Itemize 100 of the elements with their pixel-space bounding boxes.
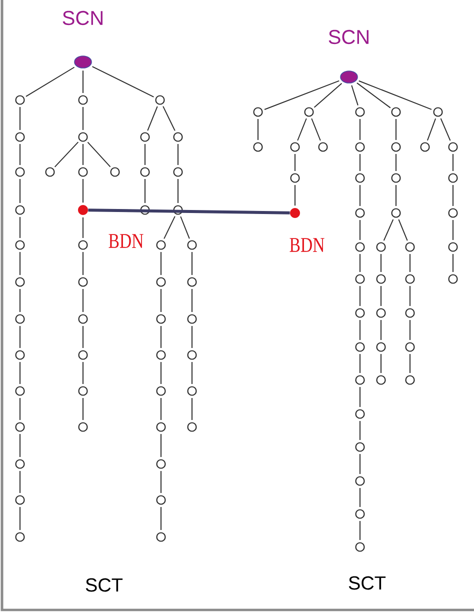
branch-line xyxy=(82,326,84,348)
circle-node xyxy=(355,409,365,419)
branch-line xyxy=(311,118,321,141)
circle-node xyxy=(15,495,25,505)
circle-node xyxy=(15,205,25,215)
circle-node xyxy=(405,342,415,352)
circle-node xyxy=(355,476,365,486)
circle-node xyxy=(355,342,365,352)
branch-line xyxy=(160,470,162,494)
branch-line xyxy=(380,254,382,272)
circle-node xyxy=(140,205,150,215)
circle-node xyxy=(78,167,88,177)
branch-line xyxy=(144,178,146,204)
circle-node xyxy=(156,277,166,287)
circle-node xyxy=(355,442,365,452)
branch-line xyxy=(160,506,162,530)
dot-node xyxy=(290,208,300,218)
circle-node xyxy=(405,375,415,385)
circle-node xyxy=(173,132,183,142)
branch-line xyxy=(180,216,190,239)
circle-node xyxy=(355,509,365,519)
circle-node xyxy=(187,314,197,324)
circle-node xyxy=(45,167,55,177)
branch-line xyxy=(160,434,162,458)
branch-line xyxy=(82,70,84,94)
circle-node xyxy=(78,350,88,360)
circle-node xyxy=(140,167,150,177)
circle-node xyxy=(448,142,458,152)
circle-node xyxy=(355,142,365,152)
circle-node xyxy=(433,107,443,117)
circle-node xyxy=(78,132,88,142)
site-label: BDN xyxy=(108,234,144,248)
ellipse-node xyxy=(74,56,92,68)
branch-line xyxy=(160,252,162,276)
branch-line xyxy=(452,254,454,272)
circle-node xyxy=(355,375,365,385)
circle-node xyxy=(156,459,166,469)
branch-line xyxy=(82,106,84,130)
branch-line xyxy=(297,118,307,141)
circle-node xyxy=(15,422,25,432)
circle-node xyxy=(156,422,166,432)
circle-node xyxy=(448,173,458,183)
tract-label: SCT xyxy=(86,578,123,592)
circle-node xyxy=(15,386,25,396)
circle-node xyxy=(78,277,88,287)
circle-node xyxy=(78,314,88,324)
circle-node xyxy=(173,167,183,177)
circle-node xyxy=(173,205,183,215)
circle-node xyxy=(78,240,88,250)
branch-line xyxy=(356,82,391,108)
circle-node xyxy=(448,208,458,218)
circle-node xyxy=(253,142,263,152)
circle-node xyxy=(405,242,415,252)
branch-line xyxy=(358,80,432,110)
circle-node xyxy=(391,142,401,152)
circle-node xyxy=(376,375,386,385)
circle-node xyxy=(15,350,25,360)
circle-node xyxy=(187,350,197,360)
circle-node xyxy=(15,314,25,324)
branch-line xyxy=(82,216,84,238)
circle-node xyxy=(376,242,386,252)
circle-node xyxy=(355,242,365,252)
branch-line xyxy=(144,144,146,166)
branch-line xyxy=(82,362,84,384)
circle-node xyxy=(156,495,166,505)
circle-node xyxy=(15,132,25,142)
circle-node xyxy=(355,274,365,284)
node-label: SCN xyxy=(328,30,368,44)
circle-node xyxy=(78,386,88,396)
branch-line xyxy=(82,398,84,420)
branch-line xyxy=(82,252,84,276)
branch-line xyxy=(54,142,79,168)
circle-node xyxy=(376,342,386,352)
circle-node xyxy=(78,422,88,432)
circle-node xyxy=(187,277,197,287)
circle-node xyxy=(355,542,365,552)
circle-node xyxy=(355,308,365,318)
circle-node xyxy=(253,107,263,117)
branch-line xyxy=(380,320,382,340)
branch-line xyxy=(82,288,84,312)
branch-line xyxy=(160,326,162,348)
circle-node xyxy=(405,274,415,284)
branch-line xyxy=(398,218,408,242)
circle-node xyxy=(355,173,365,183)
ellipse-node xyxy=(340,70,358,84)
circle-node xyxy=(304,107,314,117)
circle-node xyxy=(156,314,166,324)
branch-line xyxy=(26,66,75,97)
circle-node xyxy=(110,167,120,177)
branch-line xyxy=(82,178,84,204)
branch-line xyxy=(160,362,162,384)
dot-node xyxy=(78,205,88,215)
branch-line xyxy=(351,84,358,106)
circle-node xyxy=(15,95,25,105)
circle-node xyxy=(420,142,430,152)
branch-line xyxy=(314,82,342,108)
circle-node xyxy=(78,95,88,105)
branch-line xyxy=(164,216,176,240)
circle-node xyxy=(15,240,25,250)
circle-node xyxy=(391,208,401,218)
